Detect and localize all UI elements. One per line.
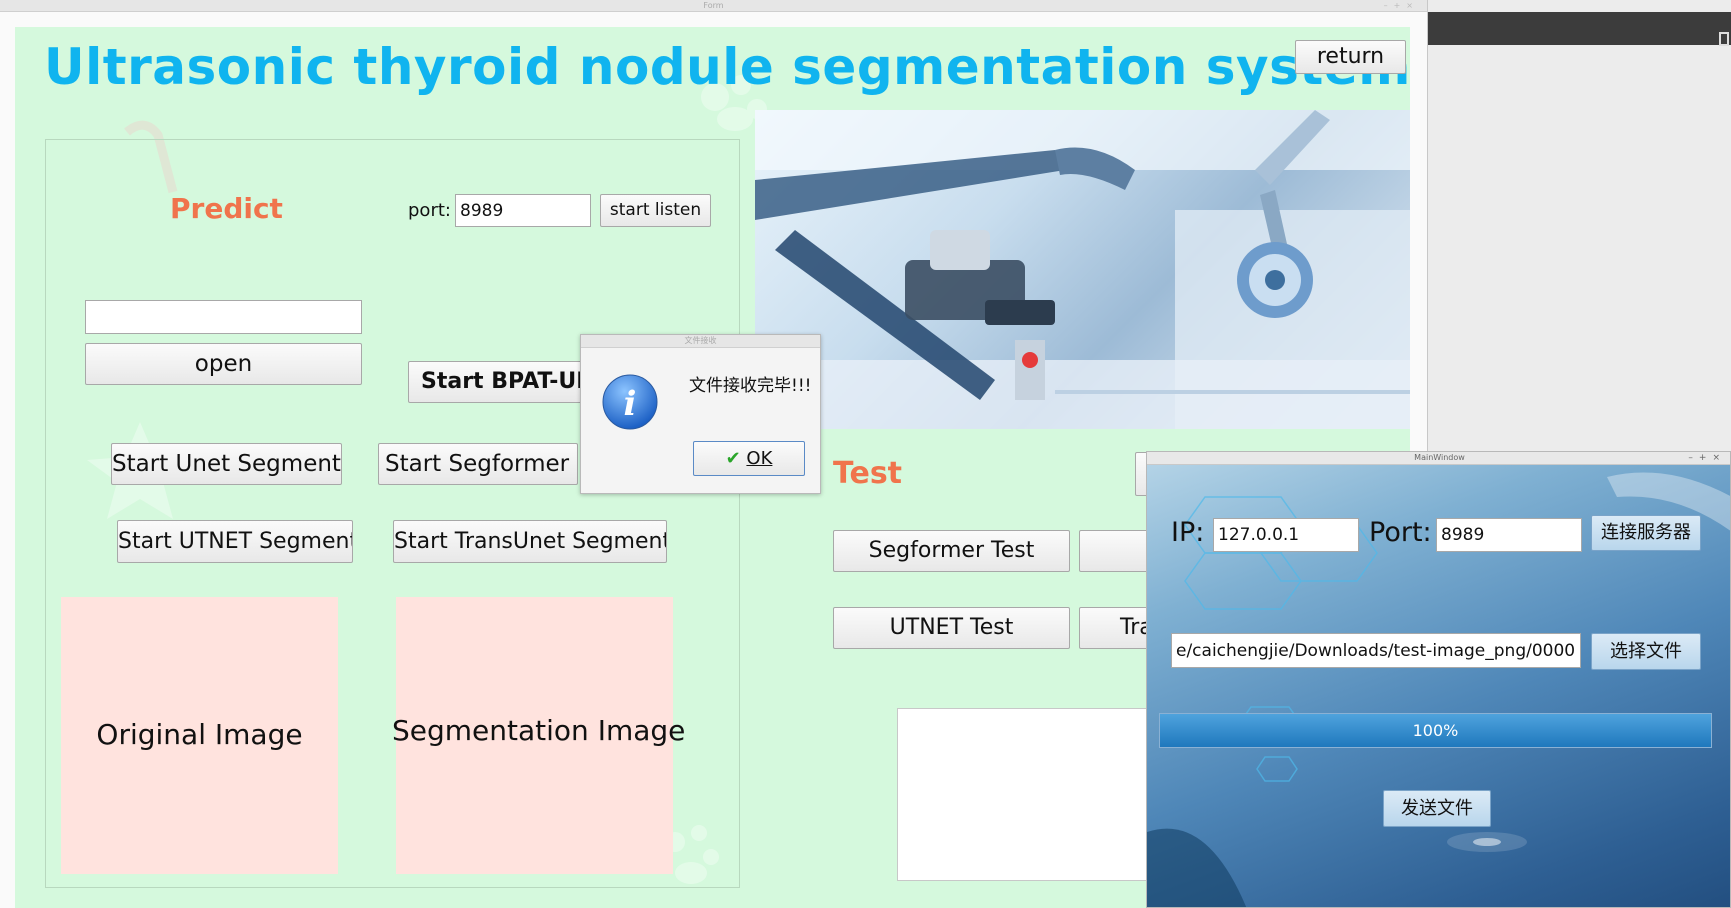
transunet-test-button[interactable]: Tra: [1079, 607, 1149, 649]
message-box-text: 文件接收完毕!!!: [689, 376, 812, 396]
start-bpat-unet-button[interactable]: Start BPAT-UN: [408, 361, 588, 403]
background-window-titlebar: [1424, 12, 1731, 46]
start-segformer-segment-button[interactable]: Start Segformer S: [378, 443, 578, 485]
information-icon: i: [602, 374, 658, 430]
predict-group-box: [45, 139, 740, 888]
upload-progress-bar: 100%: [1159, 713, 1712, 748]
client-main-window: MainWindow –+× IP: Port: 连接服务器 选择文件 100%…: [1146, 451, 1731, 908]
port-input[interactable]: [455, 194, 591, 227]
utnet-test-button[interactable]: UTNET Test: [833, 607, 1070, 649]
send-file-button[interactable]: 发送文件: [1383, 790, 1491, 827]
form-titlebar: Form –+×: [0, 0, 1427, 12]
message-box-dialog: 文件接收 i 文件接收完毕!!! ✔ OK: [580, 334, 821, 494]
surgical-lamp-icon: [755, 110, 1410, 429]
window-icon: [1719, 32, 1729, 46]
window-controls-icon[interactable]: –+×: [1383, 1, 1419, 10]
choose-file-button[interactable]: 选择文件: [1591, 633, 1701, 670]
port-label: port:: [408, 200, 451, 221]
original-image-panel: [61, 597, 338, 874]
original-image-label: Original Image: [96, 718, 303, 751]
start-listen-button[interactable]: start listen: [600, 194, 711, 227]
ip-input[interactable]: [1213, 518, 1359, 552]
test-section-title: Test: [833, 456, 903, 491]
ok-label: OK: [746, 448, 773, 469]
segformer-test-button[interactable]: Segformer Test: [833, 530, 1070, 572]
segmentation-image-panel: [396, 597, 673, 874]
file-path-input[interactable]: [1171, 633, 1581, 668]
start-transunet-segment-button[interactable]: Start TransUnet Segment: [393, 520, 667, 563]
ip-label: IP:: [1171, 517, 1205, 548]
start-unet-segment-button[interactable]: Start Unet Segment: [111, 443, 342, 485]
image-path-input[interactable]: [85, 300, 362, 334]
ok-button[interactable]: ✔ OK: [693, 441, 805, 476]
client-window-titlebar: MainWindow –+×: [1147, 452, 1730, 465]
predict-section-title: Predict: [170, 192, 283, 225]
open-button[interactable]: open: [85, 343, 362, 385]
test-output-panel: [897, 708, 1159, 881]
segmentation-image-label: Segmentation Image: [392, 714, 686, 747]
return-button[interactable]: return: [1295, 40, 1406, 74]
progress-text: 100%: [1412, 721, 1459, 740]
svg-text:i: i: [624, 384, 637, 424]
check-icon: ✔: [725, 448, 741, 469]
port-label: Port:: [1369, 517, 1432, 548]
port-input[interactable]: [1436, 518, 1582, 552]
start-utnet-segment-button[interactable]: Start UTNET Segment: [117, 520, 353, 563]
connect-server-button[interactable]: 连接服务器: [1591, 515, 1701, 551]
page-title: Ultrasonic thyroid nodule segmentation s…: [44, 38, 1411, 96]
hexagon-pattern-icon: [1147, 472, 1730, 907]
progress-fill: [1160, 714, 1711, 747]
test-button-column2-row1[interactable]: [1079, 530, 1149, 572]
message-box-title: 文件接收: [581, 335, 820, 348]
form-window-title: Form: [703, 1, 724, 10]
operating-room-photo: [755, 110, 1410, 429]
window-controls-icon[interactable]: –+×: [1688, 453, 1726, 463]
client-window-title: MainWindow: [1414, 453, 1465, 462]
